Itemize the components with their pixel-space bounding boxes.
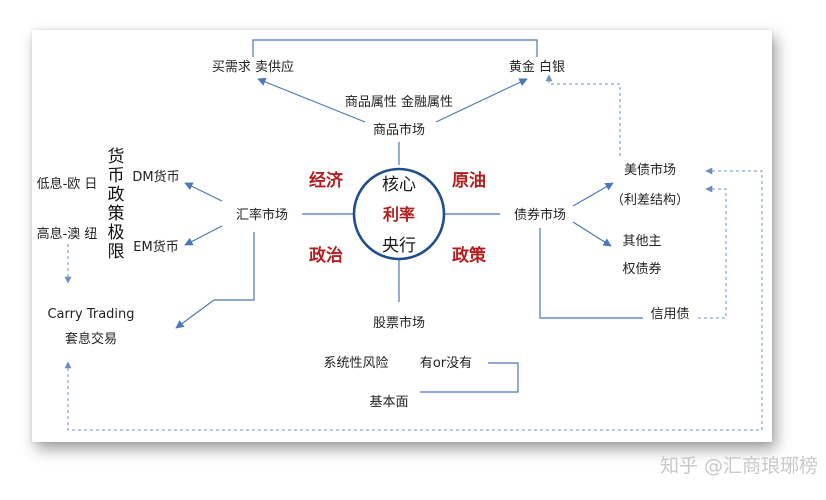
- other-bonds-line2: 权债券: [622, 261, 661, 277]
- quadrant-economy: 经济: [309, 170, 344, 191]
- dashed-credit-treasury: [698, 185, 727, 319]
- policy-limit-vertical: 货币政策极限: [108, 147, 125, 262]
- watermark: 知乎 @汇商琅琊榜: [660, 455, 818, 477]
- em-currency-label: EM货币: [133, 239, 178, 255]
- high-rate-label: 高息-澳 纽: [37, 226, 98, 242]
- treasury-market-label: 美债市场: [624, 162, 676, 178]
- carry-trade-cn-label: 套息交易: [65, 331, 117, 347]
- dm-currency-label: DM货币: [132, 169, 179, 185]
- commodity-market-label: 商品市场: [373, 122, 425, 138]
- dashed-treasury-gold: [545, 74, 621, 156]
- quadrant-policy: 政策: [452, 245, 487, 266]
- spread-structure-label: （利差结构）: [611, 193, 689, 208]
- systemic-risk-label: 系统性风险: [323, 356, 388, 371]
- fx-market-label: 汇率市场: [236, 207, 288, 223]
- other-bonds-line1: 其他主: [622, 234, 661, 249]
- arrow-to-other-bonds: [572, 221, 612, 247]
- hub-bottom: 央行: [382, 236, 416, 256]
- credit-bond-label: 信用债: [650, 307, 689, 322]
- bond-market-label: 债券市场: [514, 207, 566, 223]
- fundamentals-label: 基本面: [369, 395, 408, 410]
- gold-silver-label: 黄金 白银: [509, 59, 565, 75]
- arrow-to-supply-demand: [257, 77, 366, 123]
- connector-fx-down: [214, 232, 255, 301]
- has-or-not-label: 有or没有: [420, 356, 472, 371]
- dashed-connectors: [64, 74, 763, 431]
- arrow-to-treasury: [572, 182, 614, 207]
- arrow-to-carry: [175, 299, 215, 329]
- supply-demand-label: 买需求 卖供应: [212, 59, 294, 75]
- commodity-attributes-label: 商品属性 金融属性: [345, 94, 453, 110]
- quadrant-oil: 原油: [452, 170, 486, 191]
- arrow-to-dm: [184, 182, 223, 202]
- hub-circle: [352, 167, 446, 261]
- hub-middle: 利率: [383, 205, 415, 224]
- arrow-to-gold-silver: [435, 78, 528, 123]
- arrow-to-em: [184, 225, 223, 246]
- stock-market-label: 股票市场: [373, 315, 425, 331]
- quadrant-politics: 政治: [309, 245, 343, 266]
- dashed-outer-loop: [64, 167, 763, 431]
- hub-top: 核心: [382, 175, 416, 195]
- carry-trading-label: Carry Trading: [47, 307, 134, 322]
- low-rate-label: 低息-欧 日: [37, 176, 98, 192]
- connector-supply-gold: [252, 39, 538, 57]
